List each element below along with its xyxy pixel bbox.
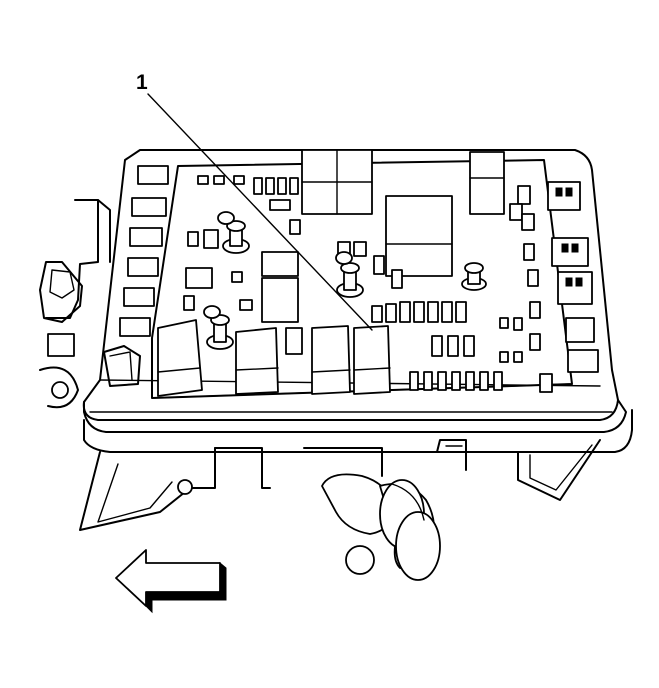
mini-fuses-top bbox=[187, 175, 301, 249]
stud-3 bbox=[461, 262, 487, 291]
left-connector-column bbox=[103, 165, 169, 387]
arrow-left-icon bbox=[115, 549, 227, 614]
stud-2 bbox=[335, 251, 364, 298]
bolt-studs bbox=[203, 211, 487, 350]
wire-harness bbox=[303, 447, 441, 581]
bottom-relays bbox=[157, 319, 391, 397]
callout-number: 1 bbox=[136, 71, 148, 94]
center-fuse-grid bbox=[371, 301, 475, 357]
top-relays bbox=[301, 149, 505, 277]
stud-1 bbox=[217, 211, 250, 254]
callout-leader-line bbox=[147, 93, 373, 331]
side-bracket bbox=[39, 199, 111, 409]
mini-fuses-bottom bbox=[409, 371, 553, 393]
stud-4 bbox=[203, 305, 234, 350]
right-connector-column bbox=[499, 181, 599, 373]
